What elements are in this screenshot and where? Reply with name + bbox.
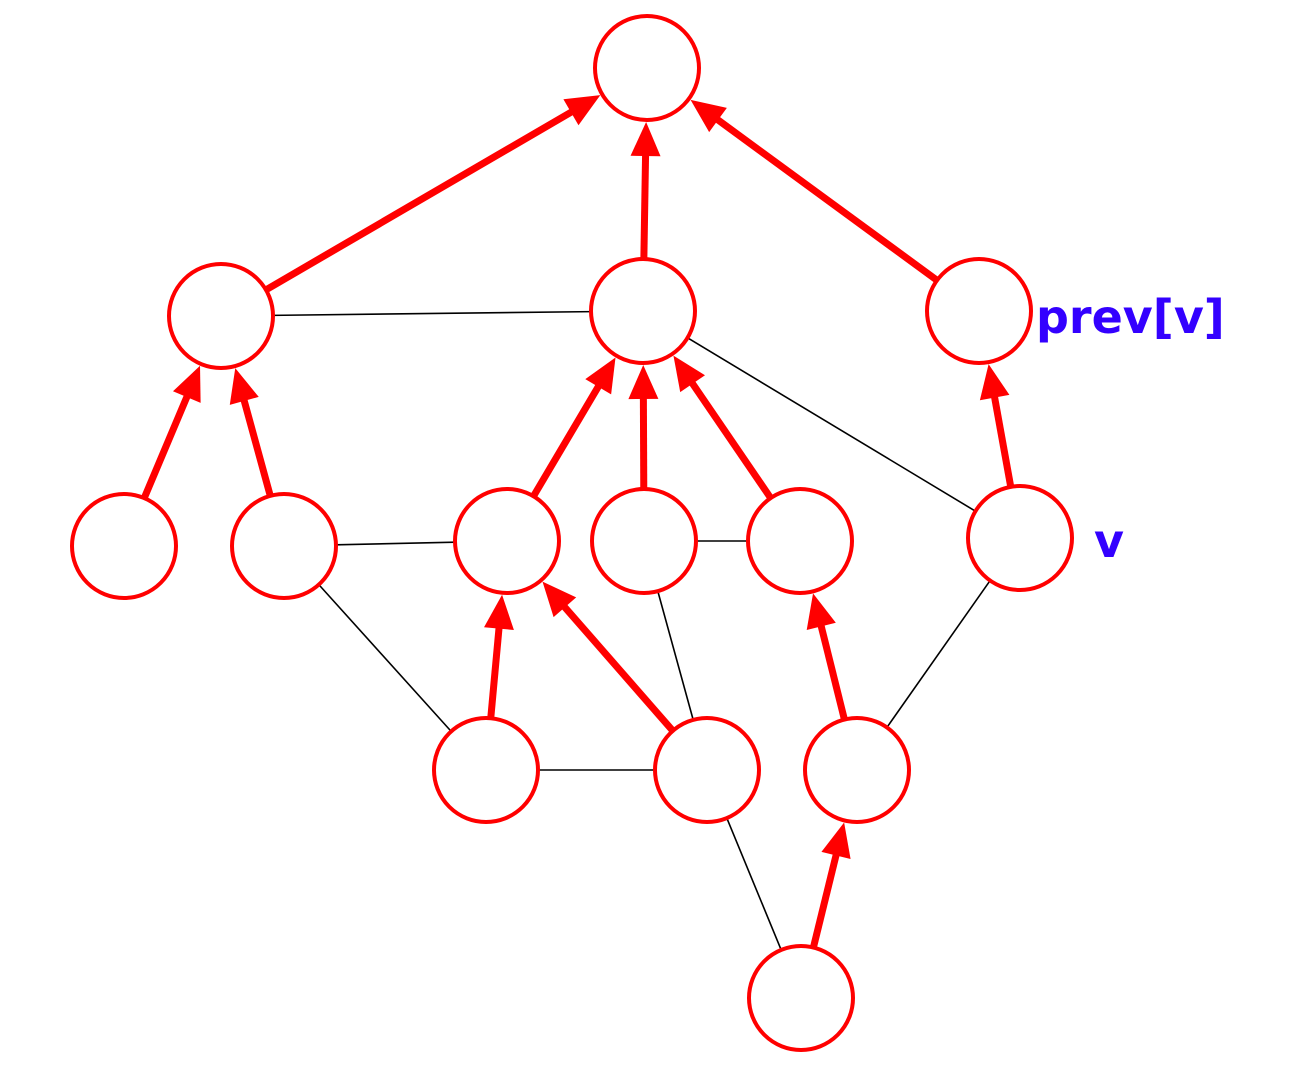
- node-l3-b: [653, 716, 761, 824]
- node-root: [593, 14, 701, 122]
- graph-edge-l2-d-l3-b: [657, 590, 694, 721]
- graph-edge-l1-left-l1-mid: [272, 310, 592, 317]
- node-l2-b: [230, 492, 338, 600]
- graph-edge-l2-b-l2-c: [335, 541, 456, 546]
- v-label: v: [1094, 514, 1124, 568]
- tree-edge-shaft: [990, 393, 1015, 488]
- tree-edge-l3-c-l2-e: [806, 593, 848, 721]
- graph-edge-l3-b-l4-a: [726, 817, 782, 951]
- prev-v-label: prev[v]: [1036, 290, 1225, 344]
- tree-edge-l1-mid-root: [630, 121, 661, 260]
- node-l3-c: [803, 716, 911, 824]
- tree-edge-l2-b-l1-left: [229, 368, 274, 497]
- tree-edge-l3-a-l2-c: [484, 594, 514, 719]
- graph-edges: [272, 310, 991, 951]
- arrowhead: [628, 364, 659, 400]
- arrowhead: [673, 355, 706, 393]
- tree-edge-shaft: [687, 378, 774, 501]
- node-l2-c: [453, 487, 561, 595]
- node-l2-f: [966, 484, 1074, 592]
- tree-edge-shaft: [640, 151, 650, 260]
- nodes: [70, 14, 1074, 1052]
- arrowhead: [630, 121, 661, 157]
- node-l3-a: [432, 716, 540, 824]
- arrowhead: [690, 99, 727, 133]
- node-l2-d: [590, 487, 698, 595]
- tree-edge-shaft: [487, 624, 503, 719]
- tree-edge-l1-right-root: [690, 99, 940, 284]
- node-l2-e: [746, 487, 854, 595]
- arrowhead: [172, 365, 201, 403]
- tree-edge-l4-a-l3-c: [810, 822, 851, 949]
- node-l4-a: [747, 944, 855, 1052]
- arrowhead: [542, 581, 577, 618]
- tree-edge-l2-c-l1-mid: [530, 357, 616, 499]
- arrowhead: [484, 594, 514, 631]
- arrowhead: [821, 822, 851, 860]
- tree-edge-shaft: [530, 381, 604, 499]
- tree-edge-shaft: [140, 392, 192, 500]
- arrowhead: [563, 95, 601, 126]
- tree-edge-shaft: [559, 601, 676, 734]
- tree-edge-l2-f-l1-right: [979, 364, 1015, 488]
- graph-edge-l1-mid-l2-f: [687, 337, 976, 512]
- tree-edge-l1-left-root: [264, 95, 601, 293]
- arrowhead: [979, 364, 1010, 401]
- tree-edge-l2-a-l1-left: [140, 365, 201, 500]
- node-l1-left: [167, 262, 275, 370]
- arrowhead: [229, 368, 259, 405]
- node-l2-a: [70, 492, 178, 600]
- node-l1-mid: [589, 257, 697, 365]
- tree-edge-shaft: [712, 114, 940, 284]
- tree-edge-l3-b-l2-c: [542, 581, 676, 734]
- tree-edges: [140, 95, 1015, 949]
- tree-edge-shaft: [816, 621, 848, 721]
- graph-edge-l2-f-l3-c: [886, 580, 991, 728]
- graph-edge-l2-b-l3-a: [318, 584, 452, 732]
- tree-edge-shaft: [810, 850, 841, 949]
- tree-edge-l2-d-l1-mid: [628, 364, 659, 490]
- tree-edge-shaft: [264, 107, 577, 293]
- arrowhead: [806, 593, 836, 631]
- arrowhead: [585, 357, 616, 395]
- node-l1-right: [925, 257, 1033, 365]
- tree-edge-shaft: [239, 396, 274, 497]
- tree-edge-l2-e-l1-mid: [673, 355, 774, 501]
